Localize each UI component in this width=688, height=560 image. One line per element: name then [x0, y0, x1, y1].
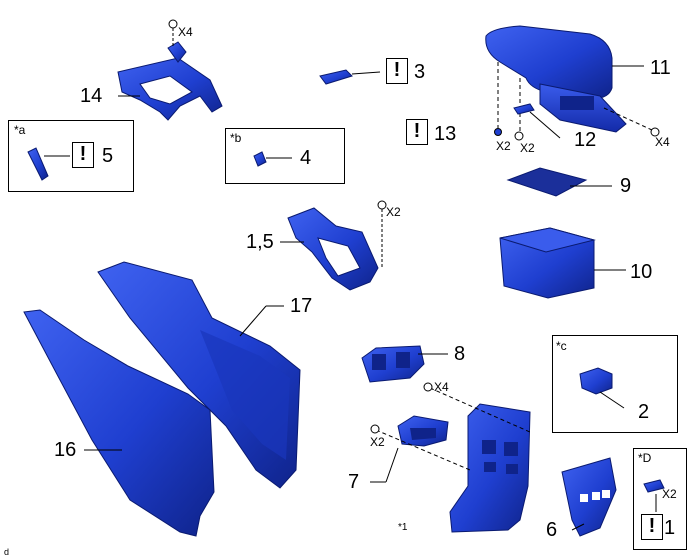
- qty-label: X4: [655, 135, 670, 149]
- part-1-clip: [643, 479, 665, 493]
- inset-box-a: [8, 120, 134, 192]
- callout-12: 12: [574, 129, 597, 151]
- note-b: *b: [230, 131, 242, 145]
- screw-icon: [377, 200, 387, 268]
- note-d: *D: [638, 451, 652, 465]
- warning-icon: !: [386, 58, 408, 84]
- callout-3: 3: [414, 61, 426, 83]
- callout-6: 6: [546, 519, 558, 541]
- warning-icon: !: [641, 514, 663, 540]
- callout-5: 5: [102, 145, 114, 167]
- callout-1-5: 1,5: [246, 231, 274, 253]
- part-14-bracket: [117, 41, 223, 121]
- callout-8: 8: [454, 343, 466, 365]
- qty-label: X2: [496, 139, 511, 153]
- part-12-plate: [513, 103, 535, 115]
- qty-label: X2: [662, 487, 677, 501]
- note-a: *a: [14, 123, 26, 137]
- callout-16: 16: [54, 439, 77, 461]
- part-7-cover: [397, 415, 449, 447]
- callout-4: 4: [300, 147, 312, 169]
- inset-box-b: [225, 128, 345, 184]
- screw-icon: [168, 19, 178, 48]
- callout-13: 13: [434, 123, 457, 145]
- part-10-tray: [499, 227, 596, 299]
- qty-label: X4: [434, 380, 449, 394]
- warning-icon: !: [72, 142, 94, 168]
- callout-11: 11: [650, 57, 671, 79]
- note-c: *c: [556, 339, 567, 353]
- callout-10: 10: [630, 261, 653, 283]
- inset-box-d: [633, 448, 687, 550]
- qty-label: X4: [178, 25, 193, 39]
- part-2-switch: [579, 367, 613, 395]
- callout-9: 9: [620, 175, 632, 197]
- part-9-mat: [506, 167, 588, 197]
- qty-label: X2: [386, 205, 401, 219]
- part-rear-console-panel: [449, 403, 531, 533]
- part-5-clip: [27, 147, 49, 181]
- part-3-clip: [319, 69, 353, 85]
- callout-14: 14: [80, 85, 103, 107]
- callout-1: 1: [664, 517, 676, 539]
- callout-2: 2: [638, 401, 650, 423]
- callout-7: 7: [348, 471, 360, 493]
- qty-label: X2: [370, 435, 385, 449]
- part-17-side-panel: [97, 261, 301, 489]
- note-star-1: *1: [398, 522, 408, 533]
- corner-mark: d: [4, 547, 10, 557]
- part-1-5-bracket: [287, 207, 379, 291]
- part-6-panel: [561, 457, 617, 537]
- part-11-console-lid: [485, 25, 627, 133]
- part-8-vent: [361, 345, 425, 383]
- inset-box-c: [552, 335, 678, 433]
- warning-icon: !: [406, 119, 428, 145]
- part-4-clip: [253, 151, 267, 167]
- callout-17: 17: [290, 295, 313, 317]
- qty-label: X2: [520, 141, 535, 155]
